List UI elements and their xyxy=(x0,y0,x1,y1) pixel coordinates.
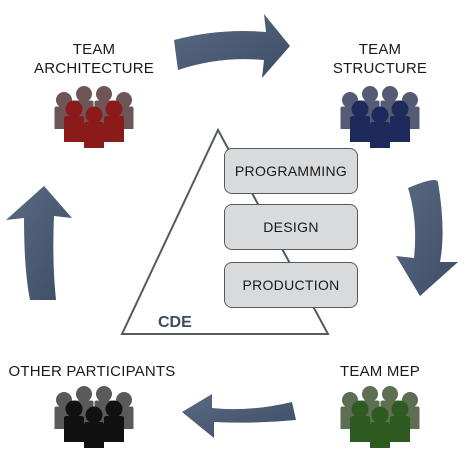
phase-programming-box: PROGRAMMING xyxy=(224,148,358,194)
phase-programming-label: PROGRAMMING xyxy=(234,163,348,179)
team-structure-label: TEAM STRUCTURE xyxy=(320,40,440,78)
arrow-right xyxy=(396,180,458,296)
team-structure-line1: TEAM xyxy=(358,41,402,58)
phase-production-label: PRODUCTION xyxy=(242,277,340,293)
team-architecture-label: TEAM ARCHITECTURE xyxy=(24,40,164,78)
phase-design-label: DESIGN xyxy=(263,219,319,235)
team-mep-line1: TEAM MEP xyxy=(340,363,420,380)
team-architecture-line1: TEAM xyxy=(72,41,116,58)
other-participants-icon xyxy=(54,386,134,448)
phase-production-box: PRODUCTION xyxy=(224,262,358,308)
other-participants-label: OTHER PARTICIPANTS xyxy=(4,362,180,381)
team-architecture-line2: ARCHITECTURE xyxy=(34,60,154,77)
team-mep-label: TEAM MEP xyxy=(320,362,440,381)
arrow-left xyxy=(6,186,72,300)
team-mep-icon xyxy=(340,386,420,448)
team-structure-line2: STRUCTURE xyxy=(332,60,428,77)
arrow-bottom xyxy=(182,394,296,438)
phase-design-box: DESIGN xyxy=(224,204,358,250)
team-architecture-icon xyxy=(54,86,134,148)
cde-label: CDE xyxy=(158,314,192,331)
other-participants-line1: OTHER PARTICIPANTS xyxy=(8,363,176,380)
arrow-top xyxy=(174,14,290,78)
team-structure-icon xyxy=(340,86,420,148)
